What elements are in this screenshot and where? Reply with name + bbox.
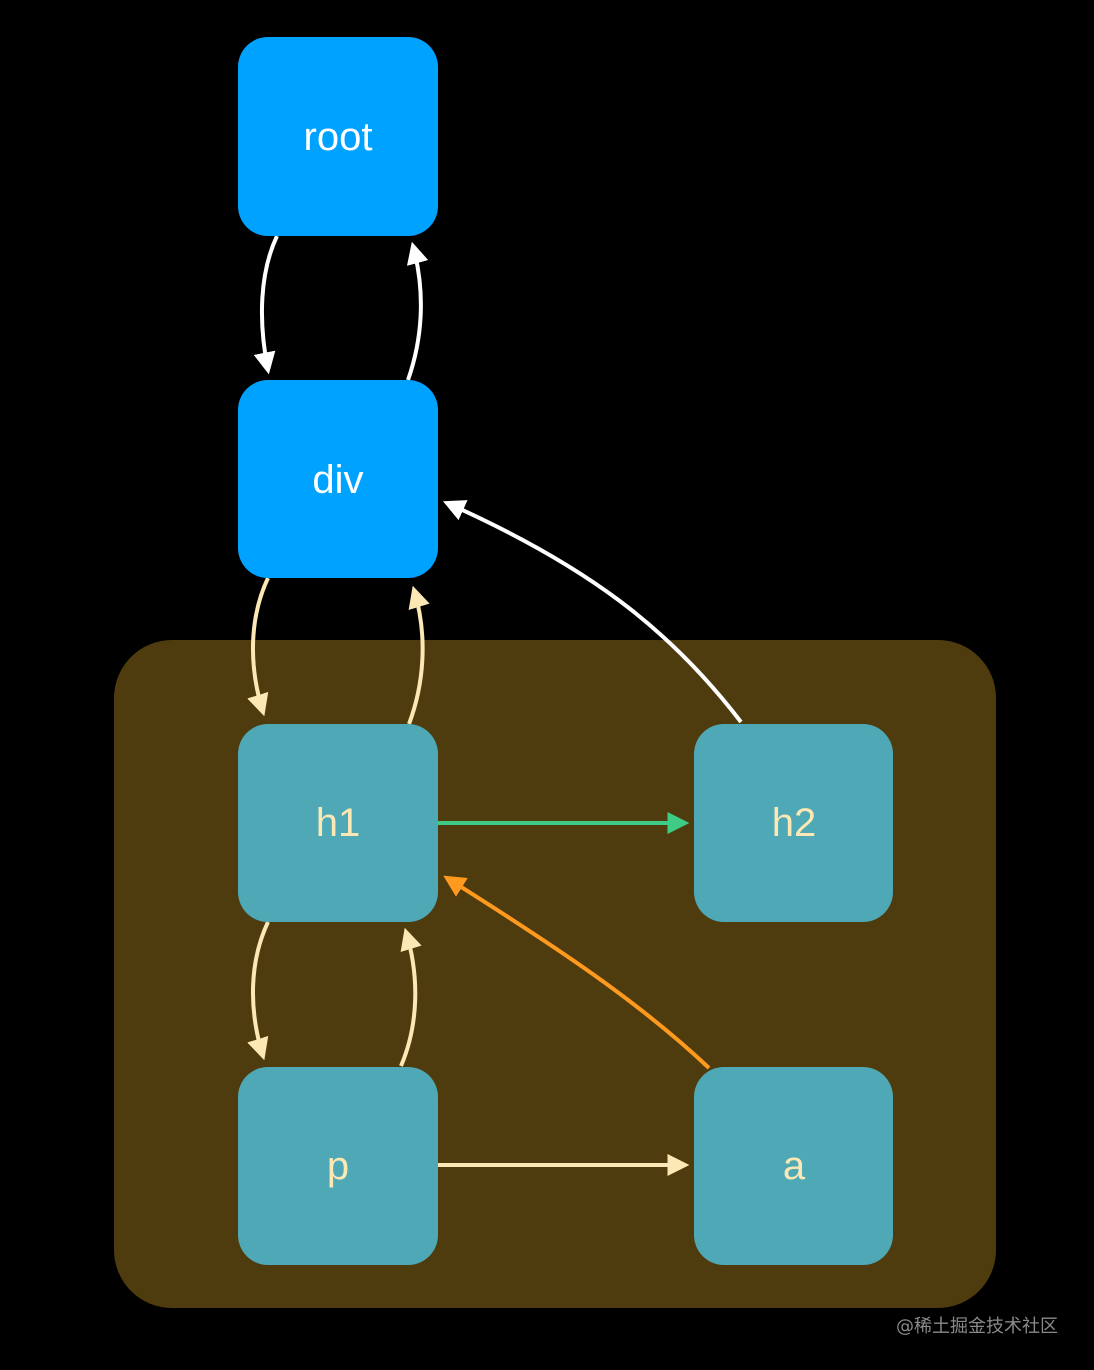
edge-h2-to-div (442, 500, 743, 724)
node-root-label: root (304, 115, 373, 159)
edge-root-to-div (253, 235, 279, 375)
node-p-label: p (327, 1144, 349, 1188)
node-h1: h1 (238, 724, 438, 922)
node-div-label: div (312, 458, 363, 502)
edge-a-to-h1 (443, 875, 711, 1070)
edge-h1-to-p (247, 921, 270, 1061)
edge-div-to-root (406, 241, 429, 381)
edges-layer (247, 235, 743, 1176)
node-h2-label: h2 (772, 801, 817, 845)
nodes-layer: root div h1 h2 p a (238, 37, 893, 1265)
node-root: root (238, 37, 438, 236)
node-p: p (238, 1067, 438, 1265)
edge-div-to-h1 (247, 577, 270, 717)
watermark-text: @稀土掘金技术社区 (896, 1316, 1058, 1337)
edge-h1-to-div (407, 585, 430, 725)
node-h2: h2 (694, 724, 893, 922)
node-h1-label: h1 (316, 801, 361, 845)
node-a-label: a (783, 1144, 806, 1188)
edge-p-to-h1 (399, 927, 422, 1067)
node-div: div (238, 380, 438, 578)
node-a: a (694, 1067, 893, 1265)
